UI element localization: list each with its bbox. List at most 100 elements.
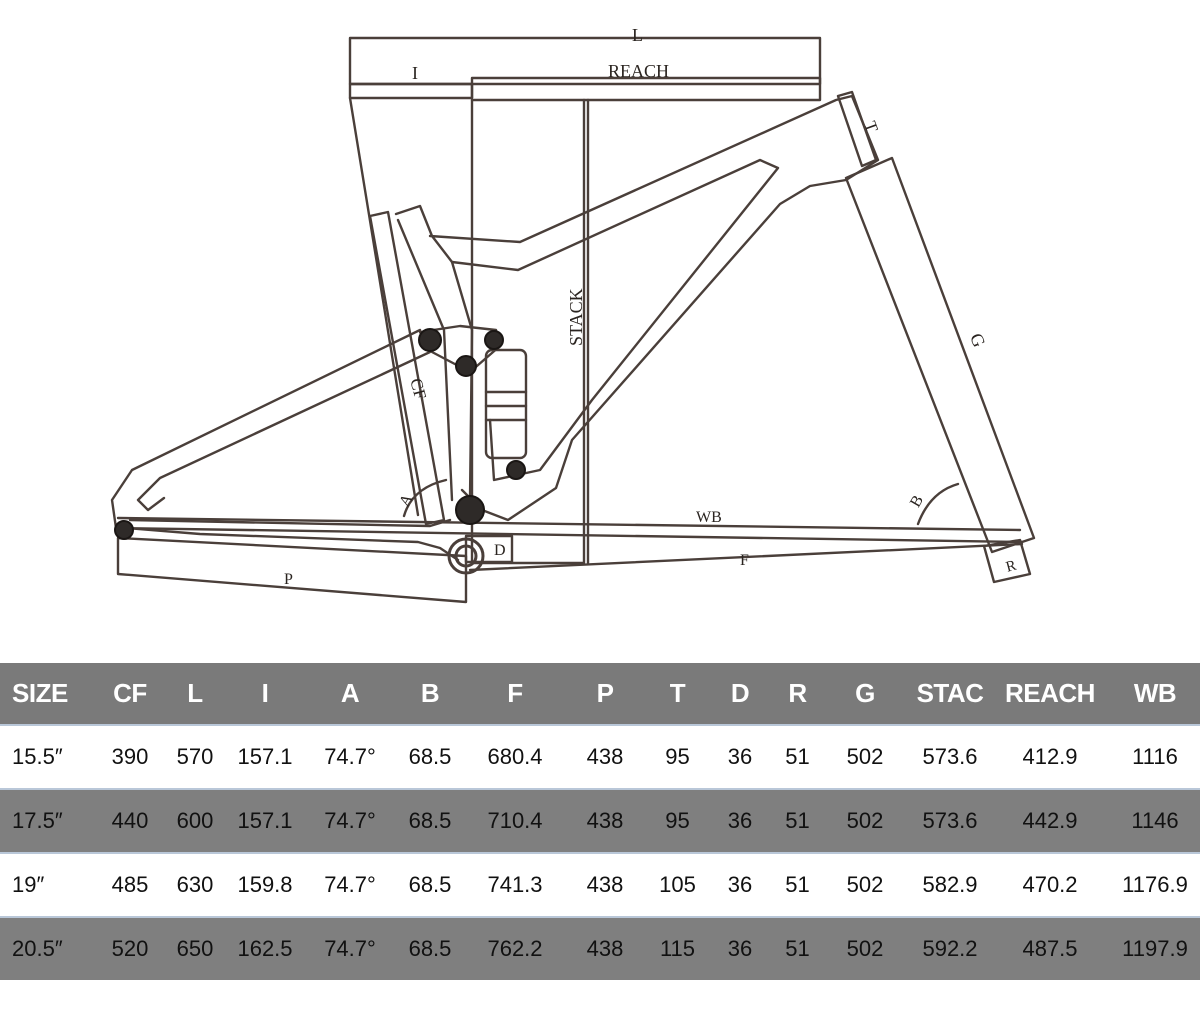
table-cell: 17.5″ xyxy=(0,788,90,853)
label-stack: STACK xyxy=(566,288,586,346)
table-cell: 36 xyxy=(705,724,775,789)
dimension-box-p xyxy=(116,536,468,604)
table-cell: 438 xyxy=(560,916,650,980)
table-cell: 74.7° xyxy=(310,852,390,917)
table-cell: 74.7° xyxy=(310,916,390,980)
dimension-box-g xyxy=(844,156,1036,554)
label-r: R xyxy=(1004,558,1018,576)
table-cell: 19″ xyxy=(0,852,90,917)
label-b: B xyxy=(907,492,927,510)
table-cell: 1197.9 xyxy=(1110,916,1200,980)
table-cell: 68.5 xyxy=(390,852,470,917)
pivot-shock-lower xyxy=(506,460,526,480)
column-header-i: I xyxy=(220,663,310,725)
table-cell: 105 xyxy=(650,852,705,917)
table-cell: 74.7° xyxy=(310,724,390,789)
dimension-line-wb xyxy=(116,516,1022,532)
table-cell: 502 xyxy=(820,916,910,980)
table-cell: 15.5″ xyxy=(0,724,90,789)
table-cell: 487.5 xyxy=(990,916,1110,980)
frame-chainstay xyxy=(124,518,460,562)
label-wb: WB xyxy=(696,509,722,526)
table-cell: 162.5 xyxy=(220,916,310,980)
column-header-reach: REACH xyxy=(990,663,1110,725)
dimension-box-cf xyxy=(368,210,446,526)
table-cell: 520 xyxy=(90,916,170,980)
table-cell: 1176.9 xyxy=(1110,852,1200,917)
table-cell: 630 xyxy=(170,852,220,917)
column-header-r: R xyxy=(775,663,820,725)
column-header-wb: WB xyxy=(1110,663,1200,725)
label-t: T xyxy=(860,119,882,136)
column-header-t: T xyxy=(650,663,705,725)
table-cell: 412.9 xyxy=(990,724,1110,789)
table-cell: 741.3 xyxy=(470,852,560,917)
table-cell: 680.4 xyxy=(470,724,560,789)
frame-seatstay xyxy=(110,328,432,530)
table-cell: 650 xyxy=(170,916,220,980)
label-d: D xyxy=(494,542,506,559)
table-cell: 51 xyxy=(775,916,820,980)
table-cell: 573.6 xyxy=(910,788,990,853)
table-cell: 438 xyxy=(560,852,650,917)
table-cell: 440 xyxy=(90,788,170,853)
label-f: F xyxy=(740,552,749,569)
table-cell: 470.2 xyxy=(990,852,1110,917)
table-cell: 36 xyxy=(705,788,775,853)
column-header-p: P xyxy=(560,663,650,725)
column-header-d: D xyxy=(705,663,775,725)
table-cell: 502 xyxy=(820,724,910,789)
bottom-bracket xyxy=(447,537,485,575)
frame-front-triangle xyxy=(428,94,880,522)
dimension-box-l xyxy=(348,36,822,86)
rear-shock xyxy=(484,348,528,460)
dimension-line-i xyxy=(348,96,420,517)
table-cell: 36 xyxy=(705,916,775,980)
frame-geometry-diagram: L I REACH T STACK G CF A B WB D F P R xyxy=(110,25,1036,604)
table-cell: 442.9 xyxy=(990,788,1110,853)
table-cell: 115 xyxy=(650,916,705,980)
column-header-stac: STAC xyxy=(910,663,990,725)
pivot-upper-left xyxy=(418,328,442,352)
pivot-rocker xyxy=(455,355,477,377)
dimension-box-i xyxy=(348,82,474,100)
table-cell: 36 xyxy=(705,852,775,917)
table-cell: 582.9 xyxy=(910,852,990,917)
angle-arc-b xyxy=(916,482,960,526)
table-cell: 592.2 xyxy=(910,916,990,980)
table-cell: 390 xyxy=(90,724,170,789)
table-cell: 485 xyxy=(90,852,170,917)
table-cell: 157.1 xyxy=(220,724,310,789)
table-cell: 51 xyxy=(775,852,820,917)
table-cell: 1116 xyxy=(1110,724,1200,789)
column-header-g: G xyxy=(820,663,910,725)
table-cell: 74.7° xyxy=(310,788,390,853)
dimension-line-f xyxy=(468,542,1024,572)
table-cell: 438 xyxy=(560,724,650,789)
label-g: G xyxy=(966,330,989,350)
label-l: L xyxy=(632,25,643,45)
table-cell: 502 xyxy=(820,788,910,853)
table-cell: 1146 xyxy=(1110,788,1200,853)
column-header-b: B xyxy=(390,663,470,725)
table-cell: 159.8 xyxy=(220,852,310,917)
pivot-upper-right xyxy=(484,330,504,350)
table-cell: 95 xyxy=(650,724,705,789)
column-header-f: F xyxy=(470,663,560,725)
dimension-box-reach xyxy=(470,76,822,102)
angle-arc-a xyxy=(402,478,448,518)
dimension-box-d xyxy=(464,534,514,564)
table-cell: 438 xyxy=(560,788,650,853)
column-header-l: L xyxy=(170,663,220,725)
table-cell: 600 xyxy=(170,788,220,853)
table-cell: 51 xyxy=(775,788,820,853)
table-cell: 570 xyxy=(170,724,220,789)
column-header-size: SIZE xyxy=(0,663,90,725)
table-cell: 710.4 xyxy=(470,788,560,853)
